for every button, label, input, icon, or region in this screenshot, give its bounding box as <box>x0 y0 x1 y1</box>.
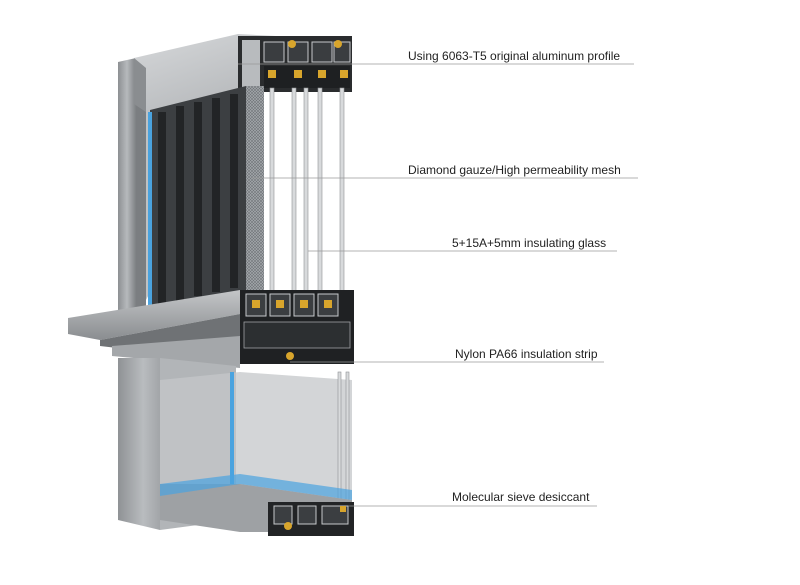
left-post <box>118 58 136 322</box>
middle-profile-section <box>240 290 354 364</box>
callout-profile: Using 6063-T5 original aluminum profile <box>408 49 620 63</box>
window-frame-body <box>68 34 354 536</box>
inner-blinds <box>148 86 246 312</box>
callouts: Using 6063-T5 original aluminum profile … <box>238 49 638 507</box>
sill-ledge <box>68 290 240 340</box>
lower-frame <box>118 358 160 530</box>
glass-panes <box>269 87 345 293</box>
callout-strip: Nylon PA66 insulation strip <box>455 347 598 361</box>
callout-mesh: Diamond gauze/High permeability mesh <box>408 163 621 177</box>
mesh-screen <box>246 86 264 292</box>
callout-glass: 5+15A+5mm insulating glass <box>452 236 606 250</box>
callout-desiccant: Molecular sieve desiccant <box>452 490 590 504</box>
bottom-profile-section <box>268 502 354 536</box>
